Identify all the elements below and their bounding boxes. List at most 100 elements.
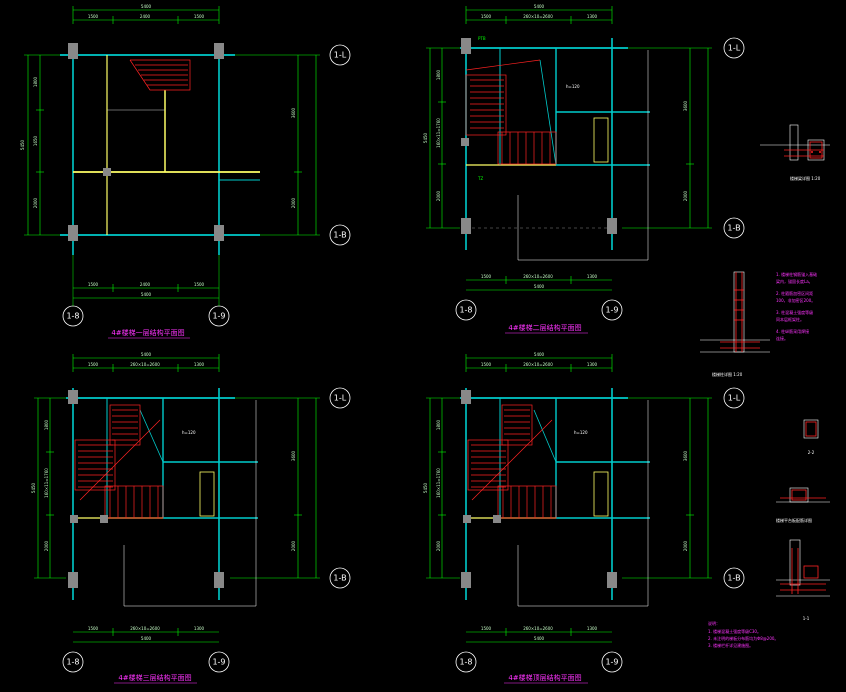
detail-b-note-5: 同本层框架柱。 — [776, 316, 804, 322]
plan-1-dim-top-total: 5400 — [141, 4, 152, 9]
plan-4-dims-right — [622, 397, 712, 579]
plan-3-dim-top-2: 1300 — [194, 362, 205, 367]
plan-1-dim-top-1: 2400 — [140, 14, 151, 19]
plan-1-axis-top: 1-L — [334, 51, 347, 60]
plan-2-dim-top-total: 5400 — [534, 4, 545, 9]
section-1-1: 1-1 — [776, 539, 830, 621]
plan-3-title: 4#楼梯三层结构平面图 — [118, 673, 191, 682]
detail-b-note-1: 梁内，锚固长度La。 — [776, 278, 813, 284]
plan-2-dim-top-2: 1300 — [587, 14, 598, 19]
plan-2: 5400 1500 260×10=2600 1300 5450 1800 160… — [423, 4, 745, 334]
section-2-2: 2-2 — [803, 419, 819, 455]
plan-4-axis-mid: 1-B — [727, 574, 740, 583]
plan-2-stair-rebar — [465, 59, 557, 165]
plan-3-dim-bottom-0: 1500 — [88, 626, 99, 631]
plan-4-dim-left-1: 160×11=1760 — [436, 468, 441, 498]
notes-line-1: 2. 未注明的梯板分布筋均为Φ8@200。 — [708, 635, 778, 641]
plan-2-columns — [461, 38, 617, 234]
plan-1-dim-bottom-0: 1500 — [88, 282, 99, 287]
plan-4-dim-bottom-total: 5400 — [534, 636, 545, 641]
plan-4-dim-top-1: 260×10=2600 — [523, 362, 553, 367]
plan-4-dim-bottom-0: 1500 — [481, 626, 492, 631]
plan-1-axis-left: 1-8 — [66, 312, 79, 321]
detail-b-note-4: 3. 柱混凝土强度等级 — [776, 309, 813, 315]
detail-c: 楼梯平台板配筋详图 — [776, 487, 830, 523]
plan-4-dims-bottom — [466, 628, 612, 643]
plan-2-dim-bottom-0: 1500 — [481, 274, 492, 279]
plan-2-dims-bottom — [466, 276, 612, 291]
plan-3-axis-bubbles — [62, 387, 351, 673]
plan-4-dim-bottom-2: 1300 — [587, 626, 598, 631]
detail-b: 楼梯柱详图 1:20 1. 楼梯柱钢筋锚入基础 梁内，锚固长度La。 2. 柱箍… — [700, 271, 817, 377]
plan-3-axis-right: 1-9 — [212, 658, 225, 667]
plan-4-dim-right-1: 2000 — [683, 540, 688, 551]
plan-3-axis-left: 1-8 — [66, 658, 79, 667]
plan-4-columns — [461, 390, 617, 588]
plan-2-axis-mid: 1-B — [727, 224, 740, 233]
detail-b-note-0: 1. 楼梯柱钢筋锚入基础 — [776, 271, 817, 277]
plan-4-axis-right: 1-9 — [605, 658, 618, 667]
plan-3: 5400 1500 260×10=2600 1300 5450 1800 160… — [31, 352, 351, 684]
plan-2-dims-left — [426, 47, 460, 229]
plan-2-dim-right-1: 2000 — [683, 190, 688, 201]
general-notes: 说明： 1. 楼梯混凝土强度等级C30。 2. 未注明的梯板分布筋均为Φ8@20… — [708, 620, 778, 648]
plan-4-dim-left-total: 5450 — [423, 482, 428, 493]
plan-4-dims-top — [465, 354, 613, 372]
plan-2-label-a: PTB — [478, 36, 486, 41]
plan-2-label-c: h=120 — [566, 84, 580, 89]
notes-line-2: 3. 楼梯栏杆详见建施图。 — [708, 642, 753, 648]
plan-3-walls — [66, 388, 258, 607]
plan-1-dim-left-total: 5450 — [20, 139, 25, 150]
plan-1-dim-bottom-1: 2400 — [140, 282, 151, 287]
plan-1: 5400 1500 2400 1500 5450 1800 1650 2000 … — [20, 4, 351, 339]
plan-1-dim-right-0: 3600 — [291, 107, 296, 118]
detail-b-notes: 1. 楼梯柱钢筋锚入基础 梁内，锚固长度La。 2. 柱箍筋加密区间距 100，… — [776, 271, 817, 341]
plan-2-axis-left: 1-8 — [459, 306, 472, 315]
section-2-label: 2-2 — [808, 450, 815, 455]
plan-4-dim-left-2: 2000 — [436, 540, 441, 551]
plan-2-walls — [460, 38, 650, 261]
plan-1-dim-left-1: 1650 — [33, 135, 38, 146]
plan-3-labels: h=120 — [182, 430, 196, 435]
plan-1-dim-right-1: 2000 — [291, 197, 296, 208]
plan-1-axis-right: 1-9 — [212, 312, 225, 321]
plan-3-dim-left-total: 5450 — [31, 482, 36, 493]
plan-4-dim-top-total: 5400 — [534, 352, 545, 357]
plan-3-dim-left-1: 160×11=1760 — [44, 468, 49, 498]
plan-3-columns — [68, 390, 224, 588]
detail-b-note-3: 100，非加密区200。 — [776, 297, 815, 303]
plan-2-dim-top-0: 1500 — [481, 14, 492, 19]
plan-1-columns — [68, 43, 224, 241]
plan-3-dim-right-1: 2000 — [291, 540, 296, 551]
plan-4-axis-top: 1-L — [728, 394, 741, 403]
plan-3-dims-bottom — [73, 628, 219, 643]
plan-3-dims-right — [230, 397, 320, 579]
plan-1-dims-right — [230, 54, 320, 236]
plan-1-dim-left-2: 2000 — [33, 197, 38, 208]
plan-2-dim-left-total: 5450 — [423, 132, 428, 143]
detail-b-note-2: 2. 柱箍筋加密区间距 — [776, 290, 813, 296]
section-1-label: 1-1 — [803, 616, 810, 621]
detail-a-label: 楼梯梁详图 1:20 — [790, 175, 821, 181]
plan-2-dim-left-2: 2000 — [436, 190, 441, 201]
plan-2-axis-bubbles — [455, 37, 745, 321]
plan-2-axis-top: 1-L — [728, 44, 741, 53]
plan-3-dim-top-total: 5400 — [141, 352, 152, 357]
plan-3-axis-mid: 1-B — [333, 574, 346, 583]
plan-3-label-c: h=120 — [182, 430, 196, 435]
plan-3-dim-bottom-1: 260×10=2600 — [130, 626, 160, 631]
plan-2-dim-top-1: 260×10=2600 — [523, 14, 553, 19]
plan-4-label-c: h=120 — [574, 430, 588, 435]
plan-4-axis-bubbles — [455, 387, 745, 673]
detail-b-note-6: 4. 柱纵筋采用焊接 — [776, 328, 809, 334]
plan-1-stair-rebar — [129, 59, 191, 91]
plan-3-dim-bottom-2: 1300 — [194, 626, 205, 631]
plan-3-dim-left-0: 1800 — [44, 419, 49, 430]
plan-3-dims-left — [34, 397, 66, 579]
plan-2-dims-top — [465, 6, 613, 24]
plan-3-dim-top-1: 260×10=2600 — [130, 362, 160, 367]
detail-a: 楼梯梁详图 1:20 — [760, 124, 830, 181]
plan-4-dim-top-0: 1500 — [481, 362, 492, 367]
plan-1-dims-top — [72, 6, 220, 24]
